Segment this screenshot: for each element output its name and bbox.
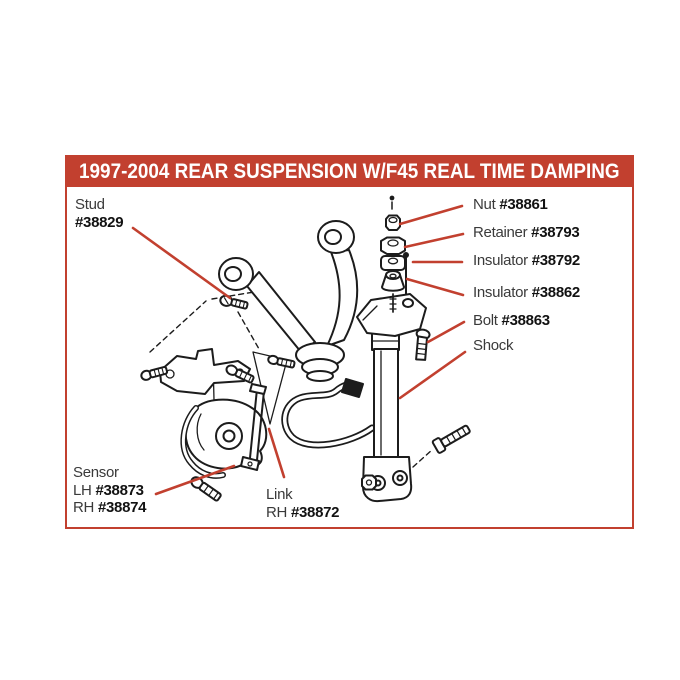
leader-shock	[398, 350, 467, 400]
shock-absorber	[281, 252, 427, 503]
label-sensor: Sensor LH #38873 RH #38874	[73, 464, 147, 516]
sensor-bracket	[159, 348, 251, 395]
label-insulator-upper: Insulator #38792	[473, 252, 580, 269]
label-retainer: Retainer #38793	[473, 224, 580, 241]
lower-nut	[361, 474, 377, 491]
leader-link	[267, 427, 286, 479]
leader-bolt	[426, 320, 466, 344]
cable-connector	[341, 378, 364, 398]
lower-mount-bolt	[431, 424, 471, 454]
leader-sensor	[154, 464, 236, 496]
label-stud: Stud #38829	[75, 196, 124, 231]
mount-hardware-stack	[380, 195, 406, 313]
bolt-part	[415, 328, 431, 361]
label-bolt: Bolt #38863	[473, 312, 550, 329]
stud-part	[219, 294, 249, 310]
leader-insulator-lower	[405, 277, 465, 297]
leader-stud	[131, 226, 232, 300]
header-bar: 1997-2004 REAR SUSPENSION W/F45 REAL TIM…	[67, 157, 632, 187]
catalog-frame: 1997-2004 REAR SUSPENSION W/F45 REAL TIM…	[65, 155, 634, 529]
page-title: 1997-2004 REAR SUSPENSION W/F45 REAL TIM…	[79, 160, 620, 183]
leader-nut	[398, 204, 464, 226]
insulator-lower-part	[381, 274, 405, 292]
leader-retainer	[403, 232, 465, 249]
upper-control-arm	[218, 220, 359, 382]
link-part	[240, 383, 267, 471]
label-link: Link RH #38872	[266, 486, 340, 521]
label-nut: Nut #38861	[473, 196, 548, 213]
sensor-assembly	[140, 348, 296, 502]
label-insulator-lower: Insulator #38862	[473, 284, 580, 301]
label-shock: Shock	[473, 337, 514, 354]
leader-lines	[131, 204, 467, 496]
